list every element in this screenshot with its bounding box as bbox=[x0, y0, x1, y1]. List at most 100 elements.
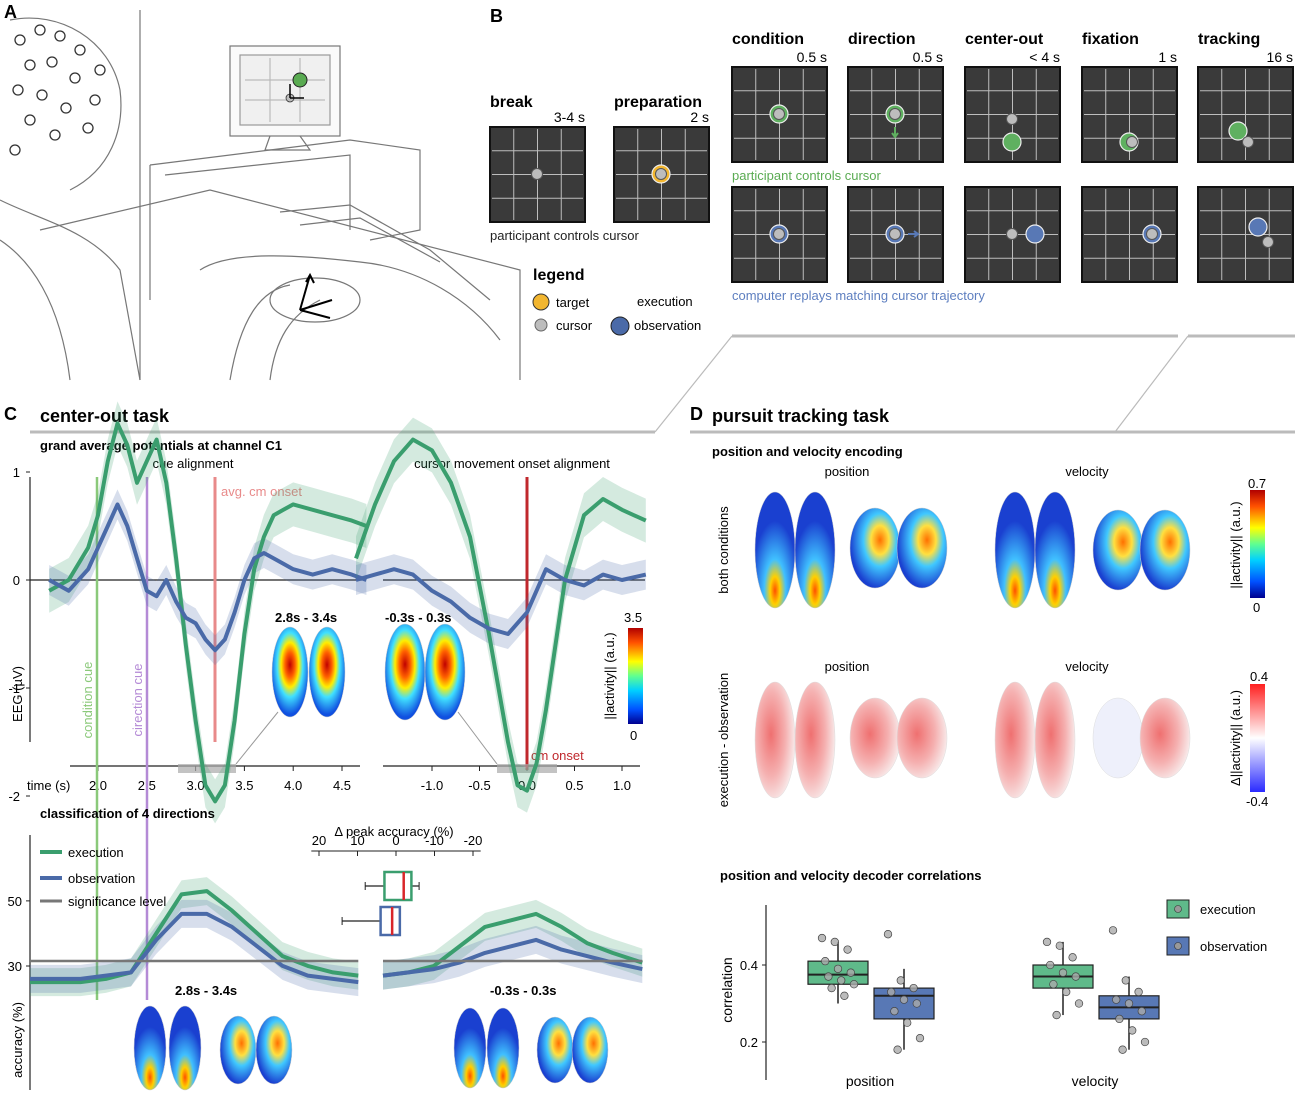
stage-title: tracking bbox=[1198, 31, 1260, 48]
corr-point bbox=[1042, 937, 1052, 947]
colorbar-min: 0 bbox=[630, 728, 637, 743]
legend: legend target cursor execution observati… bbox=[532, 267, 701, 336]
box-observation bbox=[379, 905, 402, 937]
corr-point bbox=[896, 976, 905, 985]
stage-duration: 0.5 s bbox=[797, 49, 827, 65]
goal-icon bbox=[1002, 132, 1022, 152]
erp-right-title: cursor movement onset alignment bbox=[414, 456, 610, 471]
stage-screen-execution bbox=[964, 66, 1061, 163]
corr-legend-observation: observation bbox=[1200, 939, 1267, 954]
cb1-label: ||activity|| (a.u.) bbox=[1228, 501, 1243, 588]
legend-observation: observation bbox=[634, 318, 701, 333]
class-window-right: -0.3s - 0.3s bbox=[490, 983, 557, 998]
corr-point bbox=[846, 968, 855, 977]
corr-point bbox=[883, 930, 893, 939]
stage-screen-execution bbox=[613, 126, 710, 223]
corr-point bbox=[1134, 987, 1143, 997]
corr-point bbox=[1074, 999, 1084, 1008]
stage-screen-observation bbox=[964, 186, 1061, 283]
cursor-icon bbox=[1006, 113, 1018, 125]
stage-screen-execution bbox=[1081, 66, 1178, 163]
direction-arrow-icon bbox=[908, 230, 920, 238]
col-position-2: position bbox=[825, 659, 870, 674]
box-tick-label: 0 bbox=[392, 833, 399, 848]
screen-cursor bbox=[285, 72, 308, 103]
corr-point bbox=[1055, 941, 1064, 950]
erp-ylabel: EEG (µV) bbox=[10, 666, 25, 722]
erp-line-observation bbox=[48, 502, 368, 653]
corr-point bbox=[893, 1045, 902, 1054]
class-ylabel: accuracy (%) bbox=[10, 1002, 25, 1078]
colorbar-label: ||activity|| (a.u.) bbox=[602, 632, 617, 719]
goal-icon bbox=[1248, 217, 1268, 237]
col-velocity-1: velocity bbox=[1065, 464, 1109, 479]
panel-letter-d: D bbox=[690, 404, 703, 424]
cursor-icon bbox=[1006, 228, 1018, 240]
corr-point bbox=[1052, 1010, 1061, 1020]
cursor-icon bbox=[1126, 136, 1138, 148]
legend-target: target bbox=[556, 295, 590, 310]
erp-ytick-label: -2 bbox=[8, 789, 20, 804]
observation-icon bbox=[610, 316, 630, 336]
erp-line-execution bbox=[48, 421, 368, 804]
corr-point bbox=[1128, 1026, 1137, 1035]
cb2-label: Δ||activity|| (a.u.) bbox=[1228, 690, 1243, 786]
class-window-left: 2.8s - 3.4s bbox=[175, 983, 237, 998]
class-legend-significance: significance level bbox=[68, 894, 166, 909]
stage-duration: 3-4 s bbox=[554, 109, 585, 125]
target-icon bbox=[532, 293, 550, 311]
legend-title: legend bbox=[533, 267, 585, 284]
colorbar-delta: 0.4 -0.4 Δ||activity|| (a.u.) bbox=[1228, 669, 1268, 809]
class-ytick-label: 50 bbox=[8, 894, 22, 909]
cb1-max: 0.7 bbox=[1248, 476, 1266, 491]
stage-title: fixation bbox=[1082, 31, 1139, 48]
corr-point bbox=[915, 1033, 925, 1043]
class-brains bbox=[133, 1005, 609, 1091]
corr-point bbox=[843, 945, 852, 954]
cursor-icon bbox=[531, 168, 543, 180]
corr-point bbox=[1071, 972, 1080, 981]
corr-point bbox=[821, 957, 830, 966]
panel-letter-c: C bbox=[4, 404, 17, 424]
enc-title: position and velocity encoding bbox=[712, 444, 903, 459]
avg-onset-label: avg. cm onset bbox=[221, 484, 302, 499]
corr-point bbox=[909, 983, 918, 993]
box-tick-label: 20 bbox=[312, 833, 326, 848]
corr-point bbox=[1140, 1037, 1150, 1047]
corr-point bbox=[840, 991, 849, 1000]
stage-duration: 1 s bbox=[1158, 49, 1177, 65]
panel-a: A bbox=[0, 2, 521, 381]
cursor-icon bbox=[1262, 236, 1274, 248]
corr-point bbox=[1118, 1045, 1127, 1054]
window-connectors bbox=[235, 711, 498, 765]
encoding-brains-diff bbox=[754, 681, 1191, 799]
corr-title: position and velocity decoder correlatio… bbox=[720, 868, 982, 883]
corr-category-label: position bbox=[846, 1073, 894, 1089]
class-ci-band-execution bbox=[30, 877, 359, 997]
erp-brain-left bbox=[271, 626, 346, 718]
corr-point bbox=[849, 980, 859, 989]
eeg-electrodes bbox=[9, 24, 106, 156]
analysis-windows bbox=[178, 764, 557, 773]
cb2-min: -0.4 bbox=[1246, 794, 1268, 809]
class-line-observation bbox=[382, 937, 643, 978]
erp-left-title: cue alignment bbox=[153, 456, 234, 471]
stage-screen-execution bbox=[489, 126, 586, 223]
corr-point bbox=[912, 999, 921, 1008]
panel-d: D pursuit tracking task position and vel… bbox=[690, 404, 1295, 1089]
colorbar-activity: 0.7 0 ||activity|| (a.u.) bbox=[1228, 476, 1266, 615]
corr-ytick-label: 0.2 bbox=[740, 1035, 758, 1050]
corr-point bbox=[890, 1007, 899, 1016]
corr-point bbox=[837, 976, 846, 985]
zoom-connectors bbox=[654, 334, 1295, 433]
panel-letter-b: B bbox=[490, 6, 503, 26]
stage-title: center-out bbox=[965, 31, 1044, 48]
corr-point bbox=[1137, 1007, 1146, 1016]
stage-screen-execution bbox=[731, 66, 828, 163]
box-tick-label: 10 bbox=[350, 833, 364, 848]
